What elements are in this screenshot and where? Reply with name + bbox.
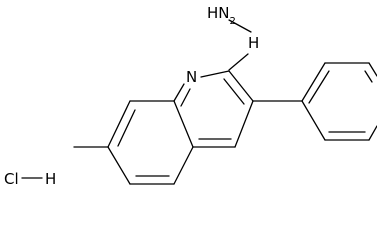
chemical-structure-diagram: HN2 H N Cl H: [4, 4, 377, 188]
bond-c7-c6: [107, 146, 131, 185]
bond-c2-c3-double: [223, 78, 245, 105]
bond-c2-c3: [228, 70, 254, 102]
hydrazine-nh-label: H: [248, 34, 259, 52]
salt-hydrogen-label: H: [45, 170, 56, 188]
phenyl-bond-1: [301, 62, 326, 102]
phenyl-bond-6: [301, 100, 326, 141]
phenyl-bond-3: [368, 62, 377, 77]
bond-c8a-n-double: [180, 88, 191, 107]
phenyl-bond-1-double: [308, 70, 330, 104]
bond-c8a-n: [173, 83, 185, 102]
phenyl-bond-4: [368, 125, 377, 141]
bond-c8-c7-double: [117, 109, 136, 147]
quinoline-nitrogen-label: N: [186, 68, 197, 86]
bond-nh2-to-nh: [228, 19, 252, 33]
bond-n-c2: [200, 70, 230, 78]
bond-c8-c7: [107, 100, 131, 148]
bond-c5-c4a: [173, 146, 194, 185]
bond-c4a-c8a: [173, 100, 194, 148]
salt-chlorine-label: Cl: [4, 170, 19, 188]
phenyl-bond-3-double: [364, 70, 373, 83]
hydrazine-nh2-label: HN2: [207, 4, 236, 27]
bond-c3-c4: [234, 100, 254, 148]
bond-nh-to-c2: [228, 53, 249, 71]
